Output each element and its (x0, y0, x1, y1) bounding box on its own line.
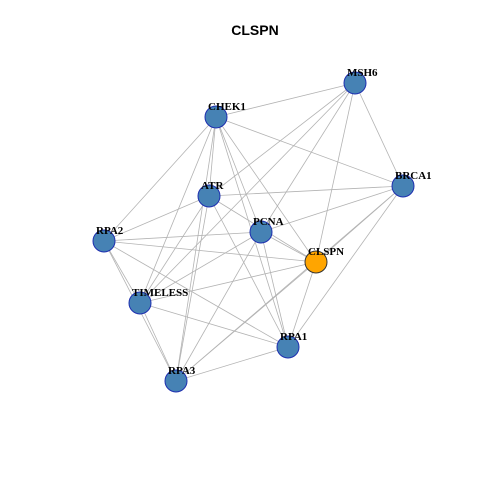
edge-chek1-atr (208, 116, 217, 197)
edge-rpa1-rpa3 (175, 346, 289, 382)
edge-pcna-rpa2 (103, 231, 262, 242)
edge-msh6-atr (208, 82, 356, 197)
diagram-title: CLSPN (231, 22, 278, 38)
edge-msh6-timeless (139, 82, 356, 304)
edge-brca1-atr (208, 185, 404, 197)
node-label-timeless: TIMELESS (132, 287, 188, 299)
node-rpa2[interactable] (92, 229, 116, 253)
edge-clspn-rpa3 (175, 261, 317, 382)
node-brca1[interactable] (391, 174, 415, 198)
edge-msh6-chek1 (215, 82, 356, 118)
edge-msh6-clspn (315, 82, 356, 263)
node-label-msh6: MSH6 (347, 67, 378, 79)
edge-atr-rpa3 (175, 195, 210, 382)
edge-pcna-rpa3 (175, 231, 262, 382)
node-layer (92, 71, 415, 393)
edge-atr-rpa1 (208, 195, 289, 348)
edge-brca1-rpa1 (287, 185, 404, 348)
edge-chek1-rpa3 (175, 116, 217, 382)
edge-chek1-pcna (215, 116, 262, 233)
node-label-chek1: CHEK1 (208, 101, 246, 113)
edge-pcna-timeless (139, 231, 262, 304)
edge-rpa2-clspn (103, 240, 317, 263)
edge-msh6-pcna (260, 82, 356, 233)
node-label-atr: ATR (201, 180, 224, 192)
node-label-rpa1: RPA1 (280, 331, 307, 343)
node-clspn[interactable] (304, 250, 328, 274)
node-chek1[interactable] (204, 105, 228, 129)
node-label-clspn: CLSPN (308, 246, 344, 258)
edge-atr-rpa2 (103, 195, 210, 242)
node-atr[interactable] (197, 184, 221, 208)
node-rpa1[interactable] (276, 335, 300, 359)
edge-rpa2-rpa1 (103, 240, 289, 348)
edge-rpa2-timeless (103, 240, 141, 304)
node-label-rpa2: RPA2 (96, 225, 124, 237)
node-timeless[interactable] (128, 291, 152, 315)
edge-chek1-clspn (215, 116, 317, 263)
node-msh6[interactable] (343, 71, 367, 95)
edge-atr-timeless (139, 195, 210, 304)
edge-brca1-pcna (260, 185, 404, 233)
edge-pcna-rpa1 (260, 231, 289, 348)
node-label-pcna: PCNA (253, 216, 284, 228)
edge-chek1-rpa2 (103, 116, 217, 242)
node-pcna[interactable] (249, 220, 273, 244)
edge-clspn-rpa1 (287, 261, 317, 348)
node-label-brca1: BRCA1 (395, 170, 432, 182)
edge-msh6-brca1 (354, 82, 404, 187)
edge-timeless-rpa1 (139, 302, 289, 348)
node-label-rpa3: RPA3 (168, 365, 196, 377)
edge-timeless-rpa3 (139, 302, 177, 382)
edge-chek1-timeless (139, 116, 217, 304)
edge-clspn-timeless (139, 261, 317, 304)
node-rpa3[interactable] (164, 369, 188, 393)
edge-chek1-brca1 (215, 116, 404, 187)
